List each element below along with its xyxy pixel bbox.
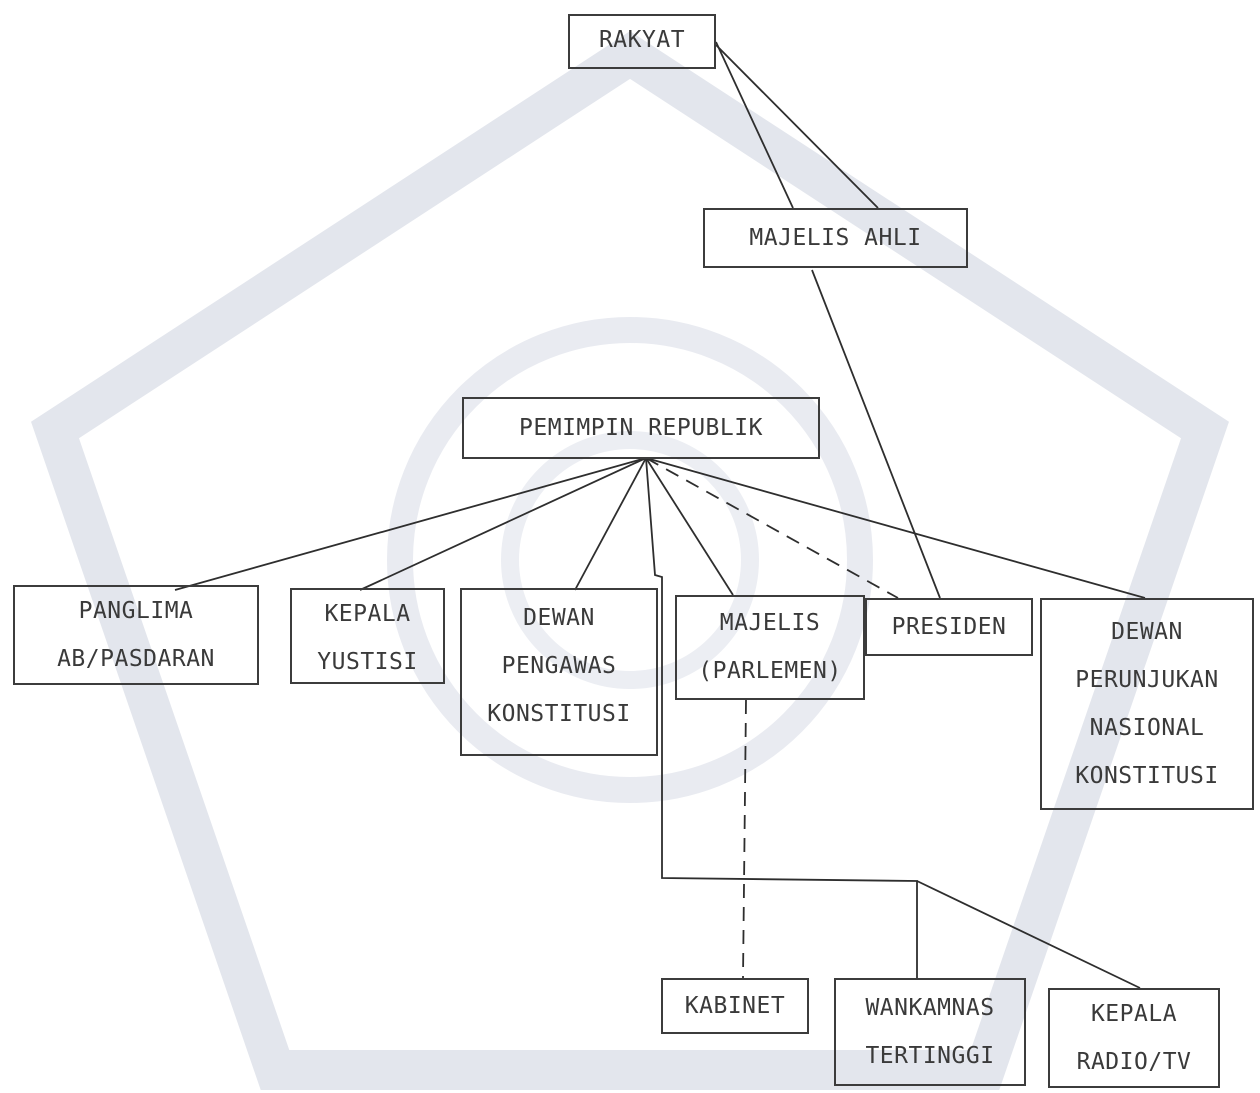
node-presiden: PRESIDEN [865,598,1033,656]
node-dewan-pengawas-line-2: PENGAWAS [501,653,617,679]
node-kepala-radio-line-1: KEPALA [1090,1001,1178,1027]
edge-rakyat-majelis-ahli-1 [715,41,794,209]
edge-pemimpin-dewan-perunjukan [645,457,1146,599]
node-panglima: PANGLIMA AB/PASDARAN [13,585,259,685]
node-kepala-yustisi: KEPALA YUSTISI [290,588,445,684]
edge-parlemen-kabinet [742,699,747,979]
node-panglima-line-1: PANGLIMA [78,598,194,624]
edge-rakyat-majelis-ahli-2 [715,44,879,209]
node-kepala-yustisi-line-1: KEPALA [324,601,411,627]
node-kabinet-line-1: KABINET [684,993,786,1019]
edge-pemimpin-bottom-tier [645,457,918,978]
edge-bottom-tier-radio [916,880,1141,989]
node-majelis-parlemen: MAJELIS (PARLEMEN) [675,595,865,700]
node-majelis-ahli: MAJELIS AHLI [703,208,968,268]
node-kepala-yustisi-line-2: YUSTISI [317,649,418,675]
node-dewan-perunjukan-line-2: PERUNJUKAN [1075,667,1219,693]
node-rakyat-line-1: RAKYAT [598,27,686,53]
node-dewan-pengawas: DEWAN PENGAWAS KONSTITUSI [460,588,658,756]
node-dewan-perunjukan-line-3: NASIONAL [1089,715,1205,741]
node-panglima-line-2: AB/PASDARAN [57,646,215,672]
node-wankamnas-line-1: WANKAMNAS [865,995,995,1021]
node-kepala-radio: KEPALA RADIO/TV [1048,988,1220,1088]
node-dewan-pengawas-line-1: DEWAN [523,605,595,631]
node-dewan-pengawas-line-3: KONSTITUSI [487,701,631,727]
node-wankamnas: WANKAMNAS TERTINGGI [834,978,1026,1086]
edge-pemimpin-panglima [174,457,647,591]
edge-pemimpin-yustisi [359,457,647,591]
node-rakyat: RAKYAT [568,14,716,69]
node-majelis-parlemen-line-1: MAJELIS [719,610,821,636]
node-majelis-parlemen-line-2: (PARLEMEN) [698,658,842,684]
node-presiden-line-1: PRESIDEN [891,614,1007,640]
node-majelis-ahli-line-1: MAJELIS AHLI [749,225,922,251]
node-pemimpin-republik-line-1: PEMIMPIN REPUBLIK [519,415,763,441]
node-kepala-radio-line-2: RADIO/TV [1076,1049,1192,1075]
node-dewan-perunjukan: DEWAN PERUNJUKAN NASIONAL KONSTITUSI [1040,598,1254,810]
node-dewan-perunjukan-line-4: KONSTITUSI [1075,763,1219,789]
edge-pemimpin-parlemen [645,457,734,596]
edge-pemimpin-pengawas [574,457,647,591]
node-wankamnas-line-2: TERTINGGI [865,1043,995,1069]
node-kabinet: KABINET [661,978,809,1034]
node-dewan-perunjukan-line-1: DEWAN [1111,619,1183,645]
node-pemimpin-republik: PEMIMPIN REPUBLIK [462,397,820,459]
edge-majelis-ahli-presiden [811,269,941,599]
edge-pemimpin-presiden [645,457,899,599]
